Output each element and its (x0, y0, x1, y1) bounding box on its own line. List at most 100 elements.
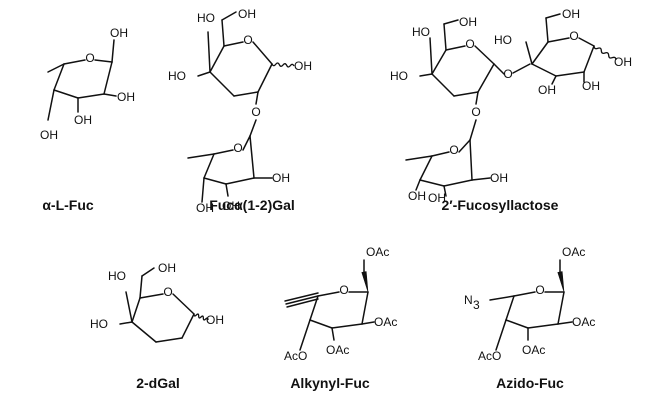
hydroxyl-label: HO (90, 317, 108, 331)
wavy-bond (271, 62, 295, 68)
bond (141, 267, 155, 277)
bond (551, 75, 557, 85)
bond (225, 183, 229, 197)
bond (443, 179, 473, 187)
bond (197, 71, 211, 77)
hydroxyl-label: OH (428, 191, 446, 205)
bond (474, 45, 495, 65)
hydroxyl-label: HO (197, 11, 215, 25)
bond (187, 153, 215, 159)
hydroxyl-label: OH (74, 113, 92, 127)
acetoxy-label: OAc (374, 315, 397, 329)
hydroxyl-label: OH (562, 7, 580, 21)
bond (495, 319, 507, 351)
bond (221, 11, 237, 21)
bond (125, 291, 133, 323)
bond (47, 63, 65, 73)
hydroxyl-label: HO (108, 269, 126, 283)
azide-label: N (464, 293, 473, 307)
wedge-bond (361, 271, 369, 293)
bond (545, 17, 549, 43)
bond (53, 63, 65, 91)
bond (203, 177, 227, 185)
structure-name: Alkynyl-Fuc (290, 375, 370, 391)
bond (475, 91, 479, 105)
glycosidic-oxygen-label: O (503, 67, 512, 81)
bond (578, 37, 595, 47)
acetoxy-label: OAc (572, 315, 595, 329)
bond (233, 91, 259, 97)
bond (242, 135, 251, 151)
bond (361, 291, 369, 325)
bond (547, 37, 570, 43)
bond (431, 49, 447, 75)
acetoxy-label: AcO (284, 349, 307, 363)
bond (405, 155, 433, 161)
bond (513, 291, 536, 297)
structure-name: 2′-Fucosyllactose (442, 197, 559, 213)
bond (419, 73, 433, 77)
bond (583, 45, 595, 73)
hydroxyl-label: OH (459, 15, 477, 29)
hydroxyl-label: OH (158, 261, 176, 275)
ring-oxygen-label: O (163, 285, 172, 299)
bond (139, 275, 143, 299)
bond (419, 155, 433, 181)
wavy-bond (193, 313, 209, 321)
hydroxyl-label: OH (490, 171, 508, 185)
hydroxyl-label: HO (390, 69, 408, 83)
bond (512, 63, 531, 74)
hydroxyl-label: OH (40, 128, 58, 142)
bond (103, 61, 113, 95)
bond (555, 71, 585, 77)
bond (493, 63, 505, 75)
bond (331, 323, 363, 329)
bond (63, 59, 86, 65)
bond (443, 19, 459, 25)
bond (557, 321, 573, 325)
acetoxy-label: AcO (478, 349, 501, 363)
bond (103, 93, 117, 97)
bond (284, 292, 319, 302)
acetoxy-label: OAc (326, 343, 349, 357)
hydroxyl-label: OH (196, 201, 214, 215)
wedge-bond (557, 271, 565, 293)
bond (131, 321, 157, 343)
bond (429, 37, 433, 75)
bond (489, 295, 515, 301)
acetoxy-label: OAc (562, 245, 585, 259)
ring-oxygen-label: O (243, 33, 252, 47)
bond (469, 119, 477, 141)
bond (47, 89, 55, 121)
bond (415, 179, 421, 191)
bond (77, 93, 105, 99)
glycosidic-oxygen-label: O (251, 105, 260, 119)
bond (531, 41, 549, 65)
bond (181, 313, 195, 339)
bond (299, 319, 311, 351)
bond (252, 41, 273, 65)
structure-name: α-L-Fuc (42, 197, 94, 213)
ring-oxygen-label: O (535, 283, 544, 297)
bond (155, 337, 183, 343)
bond (309, 319, 333, 329)
hydroxyl-label: OH (222, 199, 240, 213)
glycosidic-oxygen-label: O (471, 105, 480, 119)
bond (458, 139, 471, 153)
acetoxy-label: OAc (522, 343, 545, 357)
bond (203, 153, 215, 179)
ring-oxygen-label: O (85, 51, 94, 65)
bond (209, 45, 225, 73)
bond (527, 323, 559, 329)
bond (431, 73, 455, 97)
structure-name: Fucα(1-2)Gal (209, 197, 295, 213)
bond (172, 293, 195, 315)
bond (94, 59, 113, 63)
bond (471, 177, 491, 181)
hydroxyl-label: OH (294, 59, 312, 73)
hydroxyl-label: HO (168, 69, 186, 83)
hydroxyl-label: OH (238, 7, 256, 21)
